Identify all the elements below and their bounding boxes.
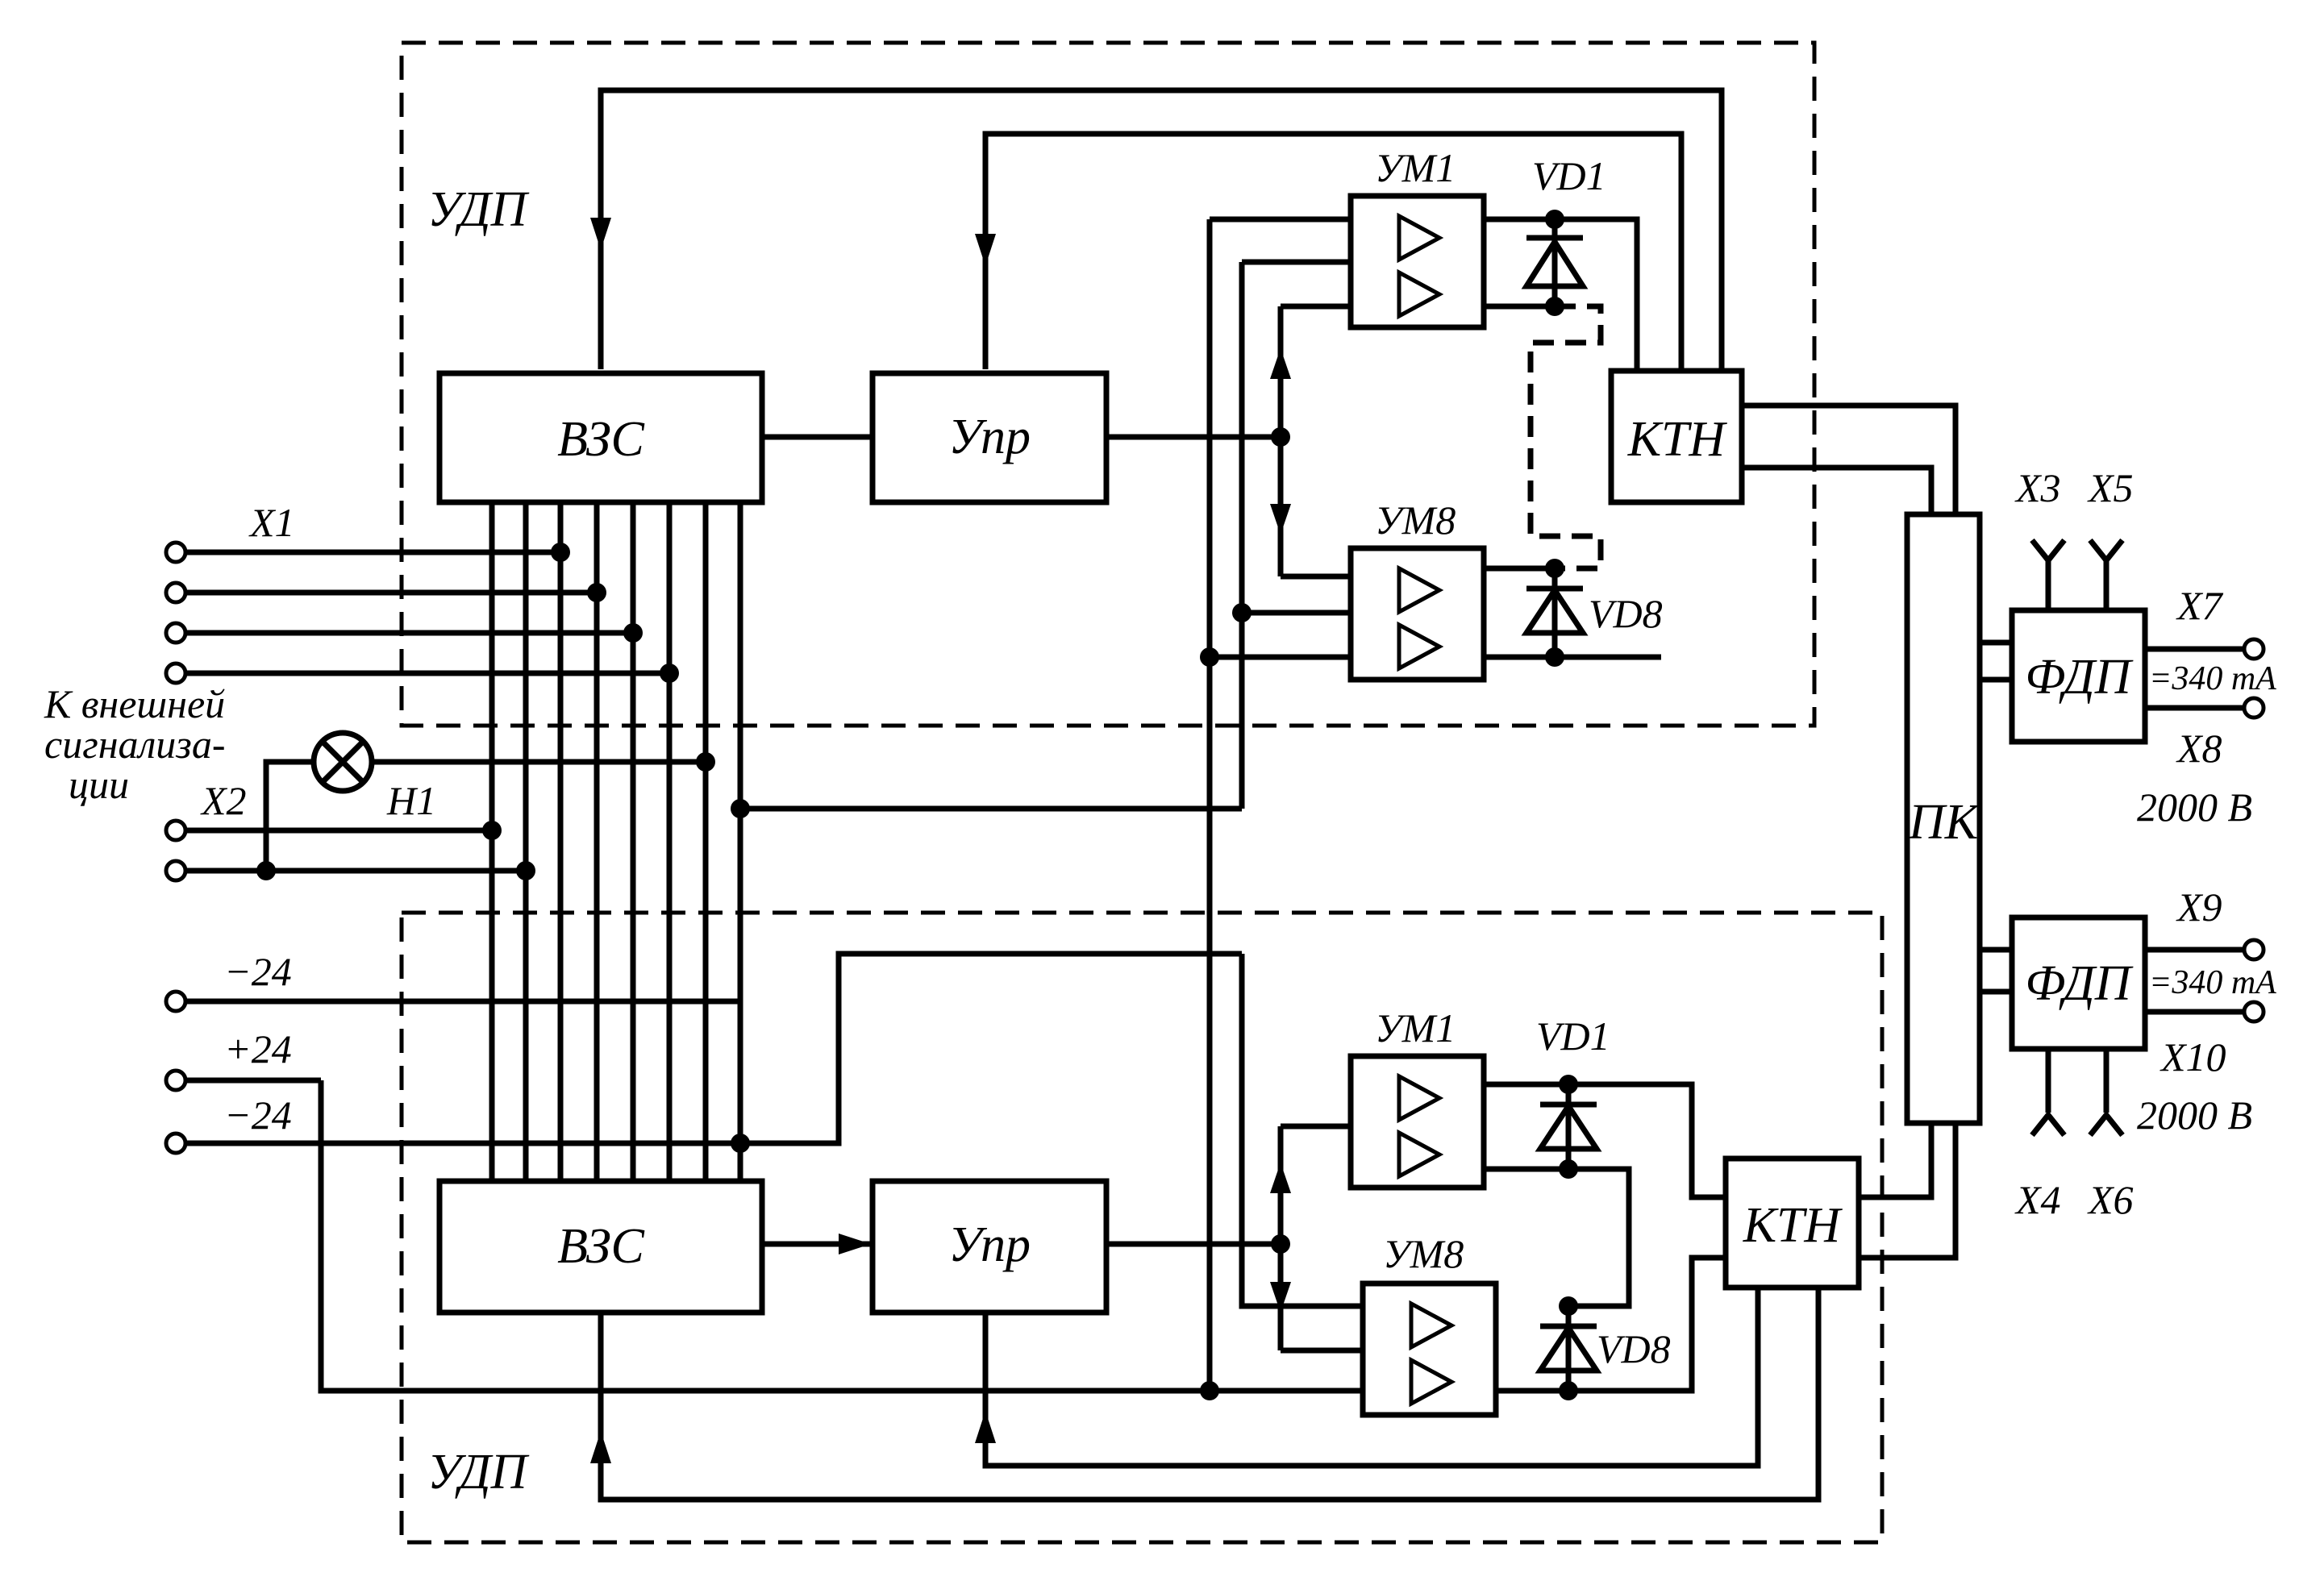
arrows — [590, 218, 1291, 1463]
svg-text:КТН: КТН — [1627, 412, 1728, 467]
x1-label: X1 — [248, 500, 295, 545]
h1-label: H1 — [386, 778, 436, 823]
upper-fdp-block: ФДП — [2009, 607, 2148, 745]
supply-plus-24: +24 — [224, 1026, 292, 1071]
upper-upr-block: Упр — [869, 370, 1110, 506]
um1-upper-label: УМ1 — [1375, 145, 1456, 190]
lower-vzs-block: ВЗС — [436, 1178, 765, 1316]
svg-text:Упр: Упр — [948, 410, 1031, 464]
x8-label: X8 — [2176, 726, 2222, 771]
external-signal-line-3: ции — [69, 762, 129, 807]
svg-text:КТН: КТН — [1743, 1198, 1843, 1253]
upper-um8-block — [1347, 545, 1487, 683]
svg-text:ВЗС: ВЗС — [557, 412, 644, 467]
current-lower-label: =340 mA — [2149, 964, 2276, 1001]
diode-jumper — [1527, 303, 1604, 572]
inter-vzs-bus — [489, 501, 743, 1181]
lower-ktn-block: КТН — [1722, 1155, 1862, 1291]
x4-label: X4 — [2014, 1177, 2061, 1222]
upper-ktn-block: КТН — [1608, 368, 1745, 506]
current-upper-label: =340 mA — [2149, 660, 2276, 697]
x6-label: X6 — [2087, 1177, 2134, 1222]
lower-unit-wires — [318, 639, 2012, 1503]
um8-upper-label: УМ8 — [1375, 497, 1456, 543]
x2-label: X2 — [200, 778, 247, 823]
svg-text:ФДП: ФДП — [2025, 956, 2133, 1011]
external-signal-line-1: К внешней — [44, 681, 225, 726]
upper-vzs-block: ВЗС — [436, 370, 765, 506]
lower-fdp-block: ФДП — [2009, 914, 2148, 1052]
left-terminals — [164, 540, 188, 1155]
x9-label: X9 — [2176, 884, 2222, 930]
svg-text:Упр: Упр — [948, 1217, 1031, 1272]
vd8-lower-label: VD8 — [1597, 1326, 1671, 1371]
voltage-lower-label: 2000 В — [2137, 1092, 2252, 1138]
udp-lower-label: УДП — [427, 1445, 530, 1500]
x10-label: X10 — [2159, 1034, 2226, 1080]
upper-vd1-diode — [1521, 235, 1589, 289]
pk-block: ПК — [1904, 511, 1983, 1126]
x5-label: X5 — [2087, 465, 2134, 510]
lamp-h1-icon — [310, 730, 375, 794]
left-input-wires — [176, 549, 740, 1146]
connector-x3-x5 — [2030, 538, 2125, 610]
svg-text:ПК: ПК — [1908, 795, 1981, 850]
lower-vd8-diode — [1535, 1322, 1602, 1374]
vd1-upper-label: VD1 — [1532, 153, 1606, 198]
lower-upr-block: Упр — [869, 1178, 1110, 1316]
lower-um1-block — [1347, 1053, 1487, 1191]
lower-um8-block — [1360, 1280, 1499, 1418]
vd1-lower-label: VD1 — [1536, 1013, 1610, 1059]
lower-vd1-diode — [1535, 1100, 1602, 1152]
svg-text:ФДП: ФДП — [2025, 650, 2133, 705]
voltage-upper-label: 2000 В — [2137, 784, 2252, 830]
um8-lower-label: УМ8 — [1383, 1231, 1464, 1276]
upper-um1-block — [1347, 193, 1487, 331]
udp-upper-border — [399, 40, 1817, 728]
svg-text:ВЗС: ВЗС — [557, 1219, 644, 1274]
supply-minus-24-a: −24 — [224, 949, 292, 994]
x3-label: X3 — [2014, 465, 2061, 510]
junction-dots — [256, 210, 1578, 1400]
udp-lower-border — [399, 910, 1885, 1545]
external-signal-line-2: сигнализа- — [44, 722, 225, 767]
udp-upper-label: УДП — [427, 182, 530, 237]
upper-vd8-diode — [1521, 585, 1589, 636]
supply-minus-24-b: −24 — [224, 1092, 292, 1138]
um1-lower-label: УМ1 — [1375, 1005, 1456, 1051]
right-terminals — [2145, 637, 2266, 1024]
x7-label: X7 — [2176, 583, 2224, 628]
vd8-upper-label: VD8 — [1589, 591, 1663, 636]
connector-x4-x6 — [2030, 1049, 2125, 1138]
